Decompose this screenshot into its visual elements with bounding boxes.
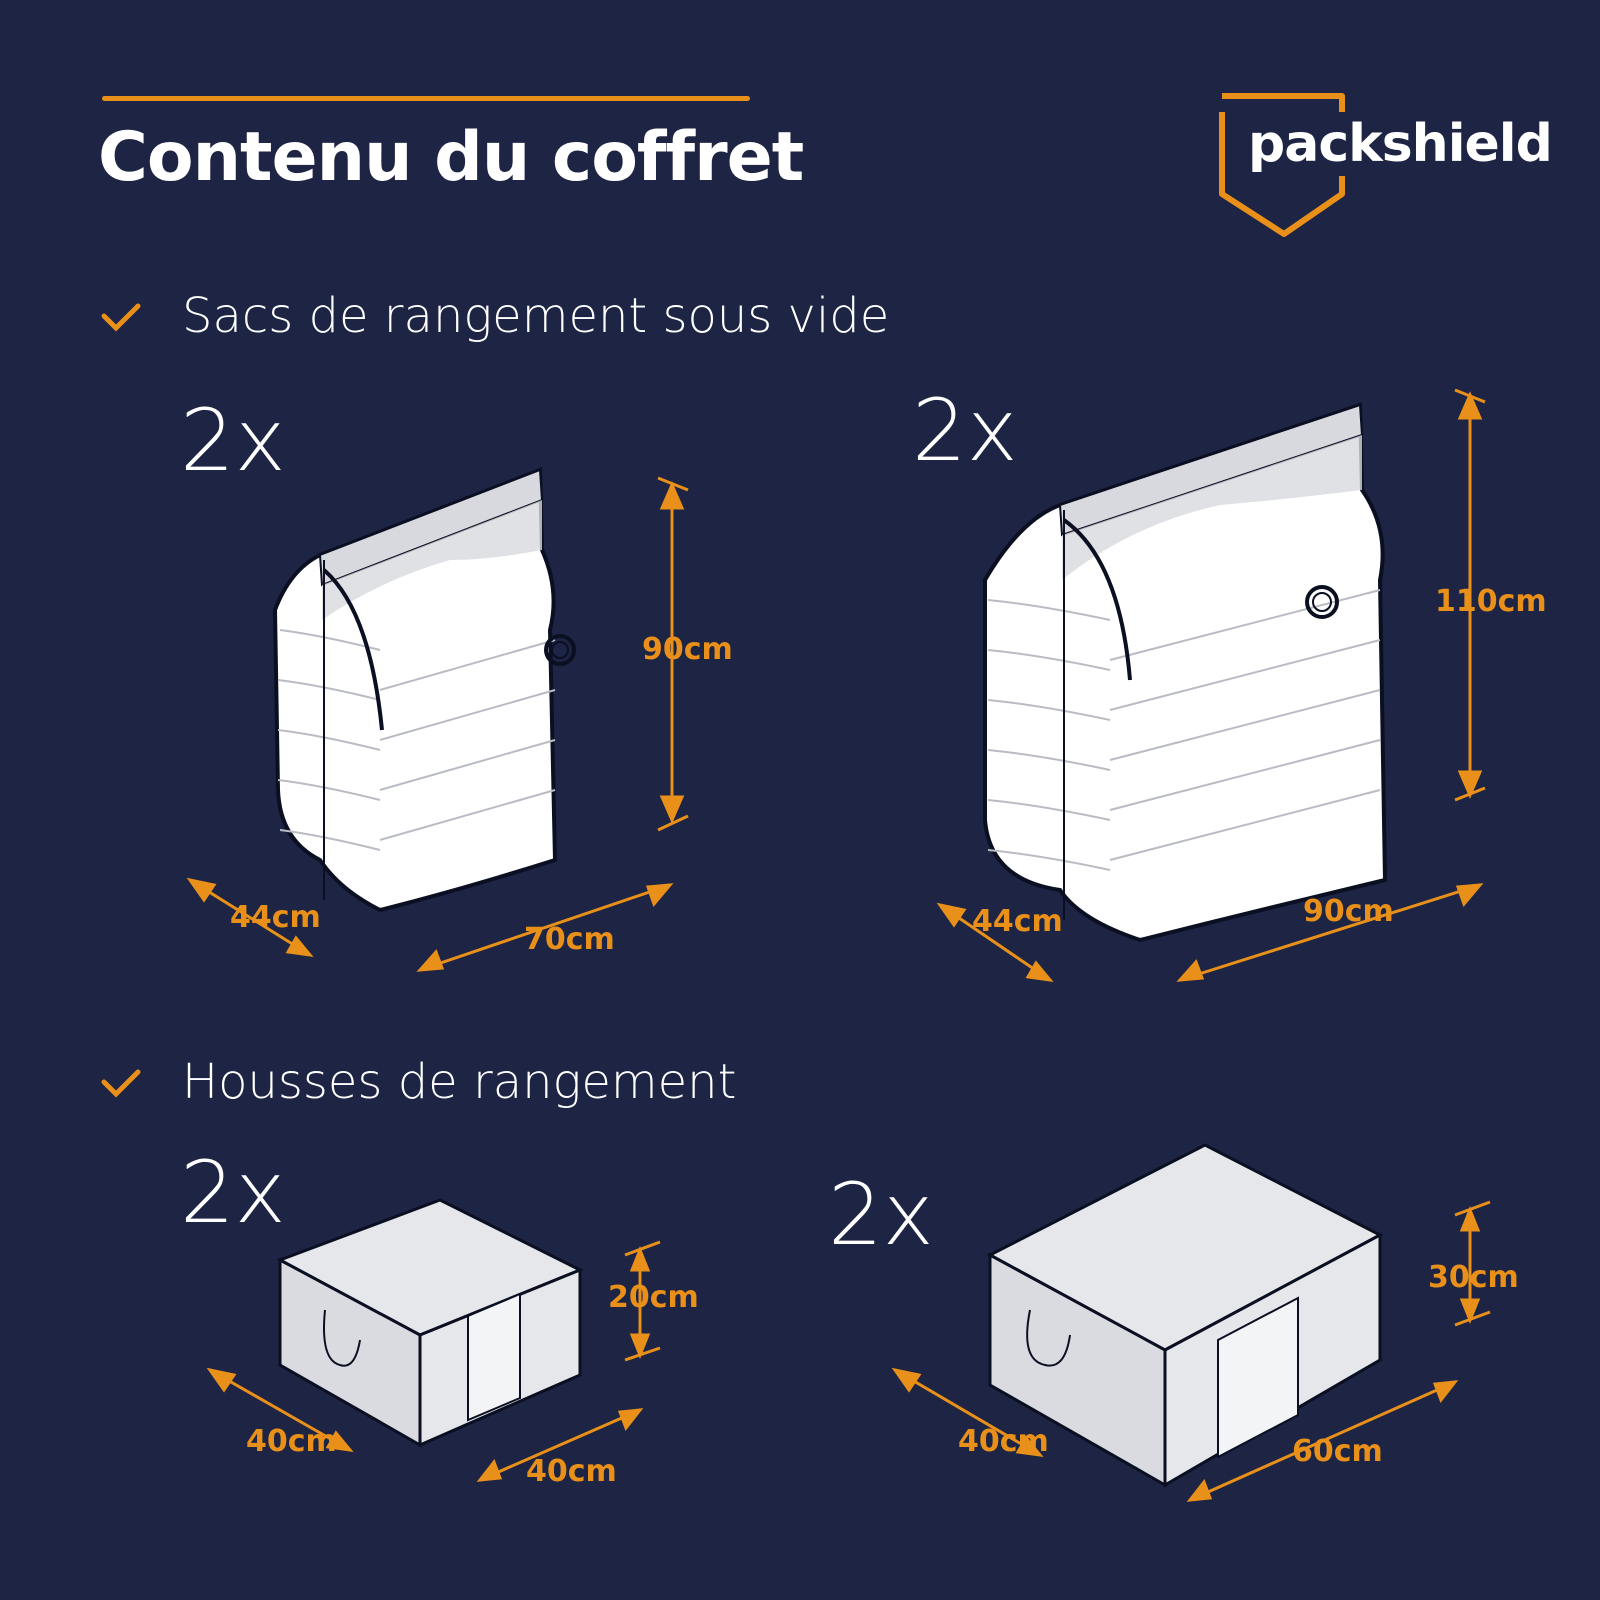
quantity-label: 2x — [180, 1143, 286, 1243]
storage-box-small-illustration — [206, 1198, 661, 1482]
depth-dimension: 40cm — [958, 1424, 1049, 1459]
width-dimension: 90cm — [1303, 894, 1394, 929]
quantity-label: 2x — [912, 381, 1018, 481]
check-icon — [101, 1069, 141, 1098]
shield-icon — [1219, 93, 1345, 237]
depth-dimension: 44cm — [230, 900, 321, 935]
page-title: Contenu du coffret — [98, 118, 804, 197]
storage-box-large-illustration — [891, 1143, 1491, 1502]
depth-dimension: 40cm — [246, 1424, 337, 1459]
vacuum-bag-large-illustration — [936, 388, 1486, 983]
width-dimension: 60cm — [1292, 1434, 1383, 1469]
logo-text: packshield — [1248, 114, 1553, 174]
height-dimension: 90cm — [642, 632, 733, 667]
quantity-label: 2x — [828, 1165, 934, 1265]
section-label: Sacs de rangement sous vide — [182, 288, 890, 344]
height-dimension: 30cm — [1428, 1260, 1519, 1295]
section-vacuum-bags: Sacs de rangement sous vide — [100, 288, 889, 344]
vacuum-bag-medium-illustration — [186, 467, 689, 972]
brand-logo: packshield — [1218, 92, 1553, 242]
title-underline — [102, 96, 750, 101]
depth-dimension: 44cm — [972, 904, 1063, 939]
height-dimension: 110cm — [1435, 584, 1547, 619]
width-dimension: 40cm — [526, 1454, 617, 1489]
check-icon — [101, 303, 141, 332]
section-label: Housses de rangement — [182, 1054, 737, 1110]
section-storage-covers: Housses de rangement — [100, 1054, 736, 1110]
height-dimension: 20cm — [608, 1280, 699, 1315]
quantity-label: 2x — [180, 391, 286, 491]
width-dimension: 70cm — [524, 922, 615, 957]
